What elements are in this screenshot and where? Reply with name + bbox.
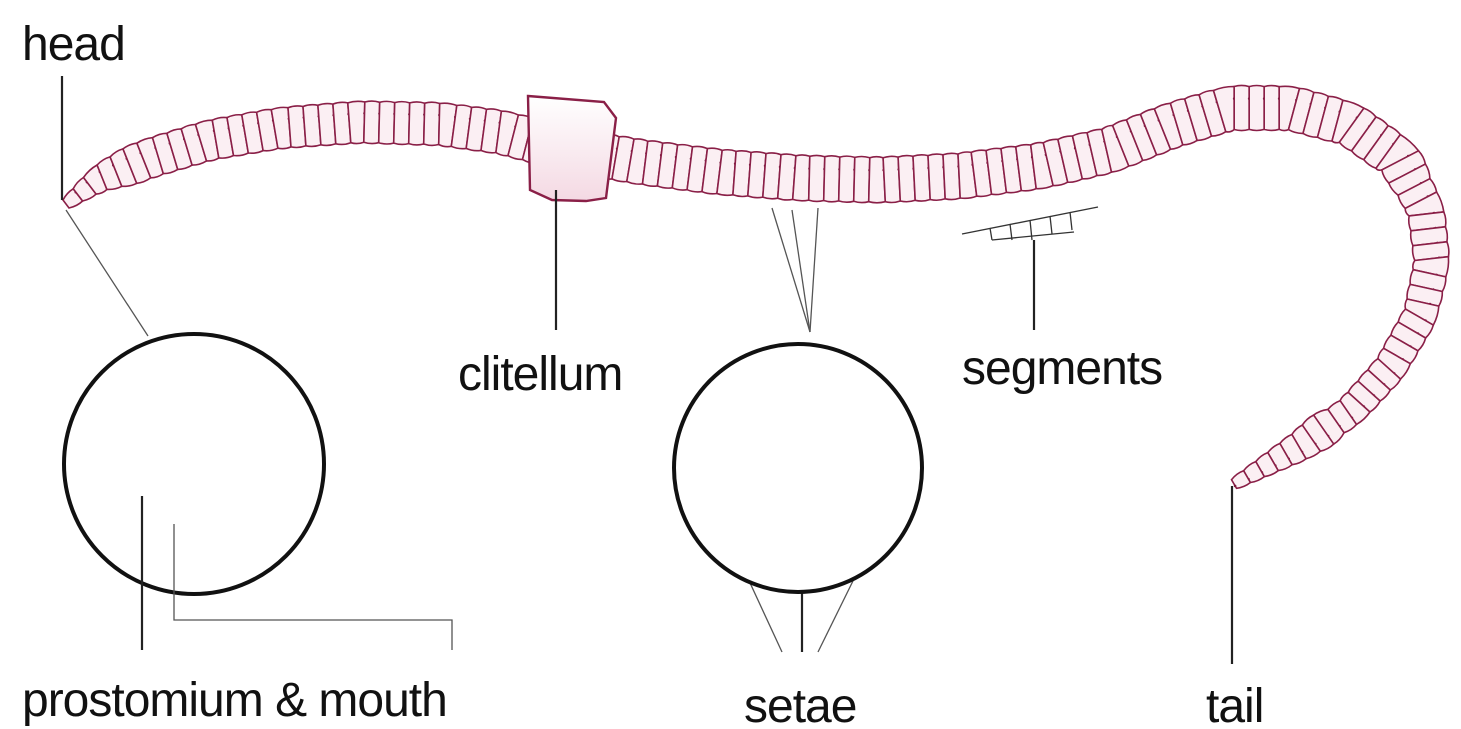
- body-segment: [839, 156, 855, 202]
- seta-pore: [1234, 485, 1237, 488]
- body-segment: [409, 102, 425, 145]
- body-segment: [379, 101, 395, 144]
- body-segment: [348, 101, 365, 143]
- label-setae: setae: [744, 680, 856, 729]
- body-segment: [1264, 86, 1279, 131]
- body-segment: [424, 102, 440, 145]
- clitellum-band: [528, 96, 616, 201]
- body-segment: [824, 156, 840, 202]
- segments-bracket: [962, 207, 1098, 240]
- body-segment: [793, 155, 810, 201]
- label-clitellum: clitellum: [458, 348, 622, 401]
- body-segment: [1249, 86, 1264, 131]
- body-segment: [809, 155, 825, 201]
- label-prostomium-mouth: prostomium & mouth: [22, 674, 447, 727]
- label-head: head: [22, 18, 125, 71]
- body-segment: [1234, 85, 1249, 130]
- label-tail: tail: [1206, 680, 1263, 729]
- setae-top-leaders: [772, 208, 818, 332]
- label-segments: segments: [962, 342, 1162, 395]
- head-zoom-leader: [66, 210, 148, 336]
- body-segment: [394, 102, 410, 145]
- setae-magnifier: [664, 330, 930, 592]
- body-segment: [854, 156, 870, 202]
- head-magnifier: [64, 334, 330, 594]
- body-segment: [364, 101, 380, 143]
